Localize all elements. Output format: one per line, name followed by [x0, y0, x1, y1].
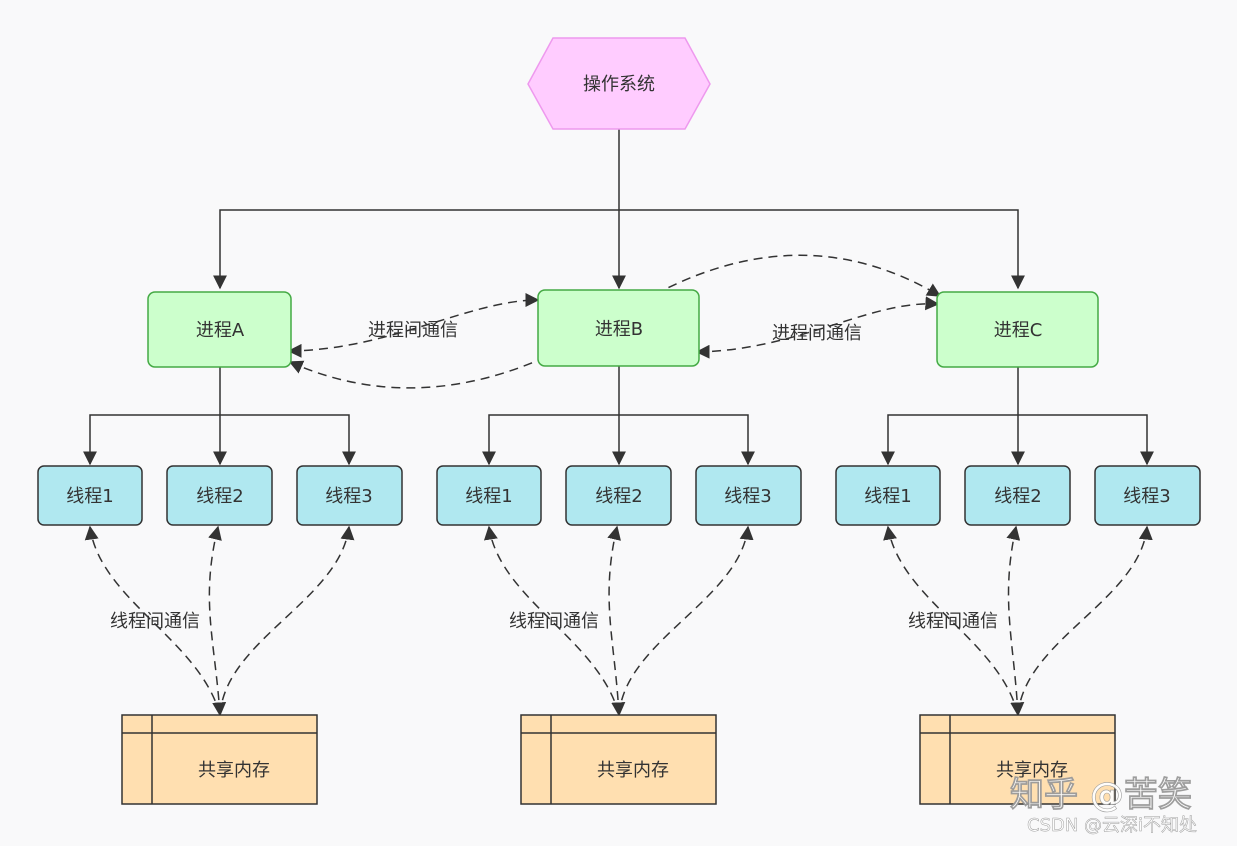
- process-node-c: 进程C: [936, 291, 1099, 368]
- tree-edges: [83, 129, 1154, 466]
- ipc-label-b-c: 进程间通信: [772, 323, 862, 344]
- process-node-a: 进程A: [147, 291, 292, 368]
- itc-edge-c-thread-2: [1006, 525, 1025, 717]
- process-label: 进程B: [595, 319, 643, 340]
- edge-os-to-process-c: [619, 209, 1025, 290]
- edge-process-b-to-thread-3: [619, 414, 755, 466]
- thread-node-b-1: 线程1: [436, 465, 542, 526]
- process-box: [936, 291, 1099, 368]
- itc-edge-b-thread-3: [618, 525, 754, 716]
- shared-memory-c: 共享内存: [919, 714, 1116, 805]
- process-label: 进程A: [196, 320, 245, 341]
- itc-edge-c-thread-3: [1017, 525, 1153, 716]
- shared-memory-a: 共享内存: [121, 714, 318, 805]
- thread-label: 线程2: [994, 486, 1041, 507]
- itc-label-b: 线程间通信: [509, 611, 599, 632]
- memory-box: [121, 714, 318, 805]
- thread-label: 线程2: [595, 486, 642, 507]
- thread-node-c-3: 线程3: [1094, 465, 1201, 526]
- edge-process-c-to-thread-3: [1018, 414, 1154, 466]
- watermark: 知乎 @苦笑 CSDN @云深i不知处: [1010, 775, 1198, 837]
- itc-edge-a-thread-2: [208, 525, 227, 717]
- thread-label: 线程2: [196, 486, 243, 507]
- thread-box: [296, 465, 403, 526]
- process-node-b: 进程B: [537, 289, 700, 367]
- itc-label-c: 线程间通信: [908, 611, 998, 632]
- process-box: [147, 291, 292, 368]
- thread-box: [695, 465, 802, 526]
- thread-label: 线程3: [724, 486, 771, 507]
- thread-label: 线程1: [66, 486, 113, 507]
- thread-box: [37, 465, 143, 526]
- thread-box: [565, 465, 672, 526]
- thread-box: [1094, 465, 1201, 526]
- thread-node-c-2: 线程2: [964, 465, 1071, 526]
- thread-box: [166, 465, 273, 526]
- thread-node-b-3: 线程3: [695, 465, 802, 526]
- edge-process-c-to-thread-1: [881, 414, 1018, 466]
- itc-edge-b-thread-2: [607, 525, 626, 717]
- thread-label: 线程3: [325, 486, 372, 507]
- memory-label: 共享内存: [597, 760, 669, 781]
- thread-node-c-1: 线程1: [835, 465, 941, 526]
- os-hexagon: [527, 37, 711, 130]
- ipc-label-a-b: 进程间通信: [368, 320, 458, 341]
- watermark-main: 知乎 @苦笑: [1010, 775, 1192, 815]
- os-node: 操作系统: [527, 37, 711, 130]
- watermark-sub: CSDN @云深i不知处: [1027, 815, 1197, 836]
- thread-node-b-2: 线程2: [565, 465, 672, 526]
- edge-process-a-to-thread-3: [220, 414, 356, 466]
- os-label: 操作系统: [583, 74, 655, 95]
- thread-node-a-1: 线程1: [37, 465, 143, 526]
- thread-label: 线程1: [465, 486, 512, 507]
- thread-box: [835, 465, 941, 526]
- memory-label: 共享内存: [198, 760, 270, 781]
- thread-box: [964, 465, 1071, 526]
- thread-box: [436, 465, 542, 526]
- memory-label: 共享内存: [996, 760, 1068, 781]
- edge-os-to-process-a: [213, 209, 619, 290]
- process-box: [537, 289, 700, 367]
- thread-node-a-2: 线程2: [166, 465, 273, 526]
- edge-process-b-to-thread-1: [482, 414, 619, 466]
- itc-label-a: 线程间通信: [110, 611, 200, 632]
- thread-label: 线程3: [1123, 486, 1170, 507]
- thread-label: 线程1: [864, 486, 911, 507]
- memory-box: [520, 714, 717, 805]
- itc-edge-a-thread-3: [219, 525, 355, 716]
- process-label: 进程C: [994, 320, 1043, 341]
- itc-edges: [84, 525, 1153, 717]
- shared-memory-b: 共享内存: [520, 714, 717, 805]
- memory-box: [919, 714, 1116, 805]
- thread-node-a-3: 线程3: [296, 465, 403, 526]
- edge-process-a-to-thread-1: [83, 414, 220, 466]
